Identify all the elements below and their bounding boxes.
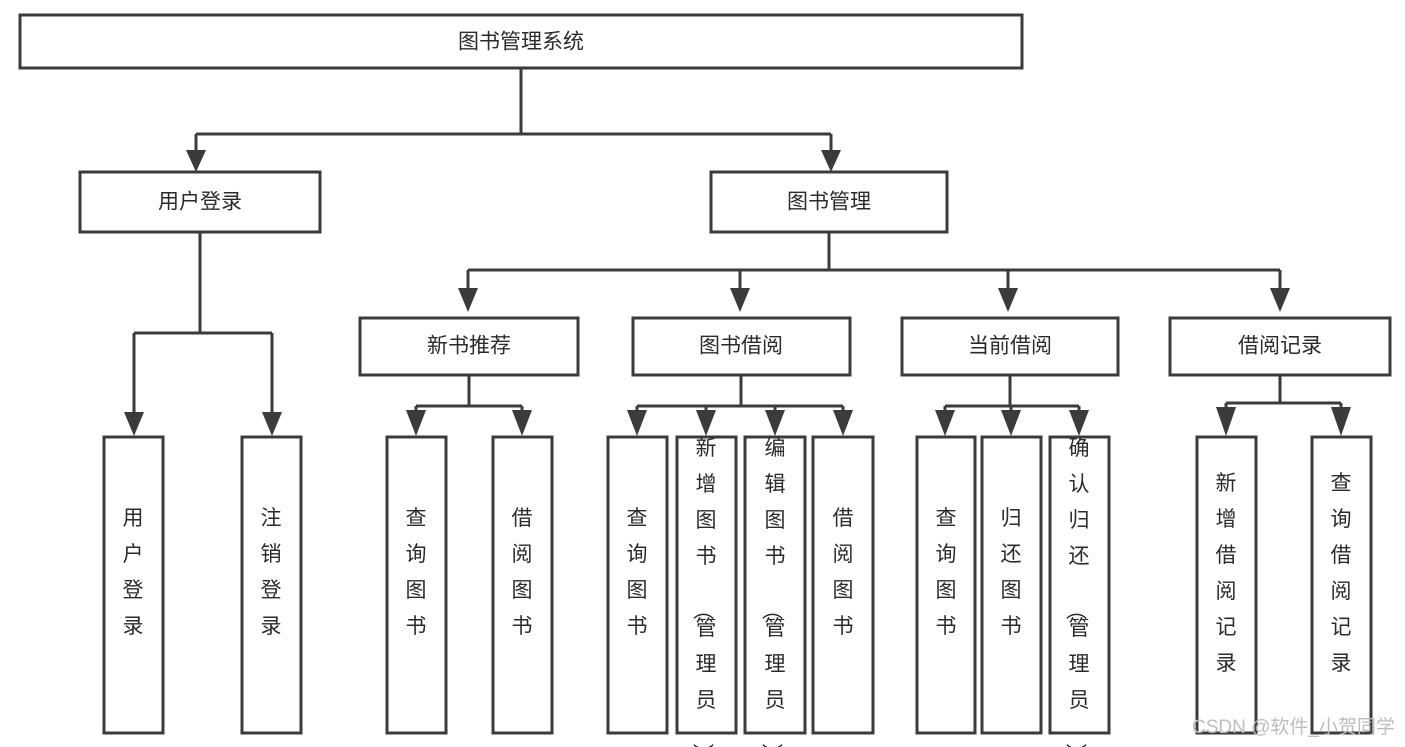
arrow-head-icon: [696, 410, 716, 436]
leaf-user-login-1[interactable]: 用户登录: [102, 435, 165, 735]
node-user-login-box[interactable]: [78, 170, 322, 234]
node-current-borrow-label: 当前借阅: [968, 335, 1052, 358]
leaf-current-2[interactable]: 归还图书: [980, 435, 1043, 735]
arrow-head-icon: [262, 412, 282, 436]
node-book-borrow[interactable]: 图书借阅: [631, 316, 852, 377]
leaf-label: 新增借阅记录: [1216, 472, 1237, 675]
node-root[interactable]: 图书管理系统: [18, 13, 1024, 70]
node-borrow-records[interactable]: 借阅记录: [1168, 316, 1392, 377]
leaf-box[interactable]: [1310, 435, 1373, 735]
leaf-label: 查询图书: [627, 507, 648, 638]
leaf-box[interactable]: [385, 435, 448, 735]
arrow-head-icon: [765, 410, 785, 436]
leaf-new-book-2[interactable]: 借阅图书: [491, 435, 554, 735]
leaf-label: 注销登录: [261, 507, 282, 638]
leaf-user-login-2[interactable]: 注销登录: [240, 435, 303, 735]
arrow-head-icon: [998, 288, 1018, 312]
leaf-records-1[interactable]: 新增借阅记录: [1195, 435, 1258, 735]
leaf-box[interactable]: [811, 435, 875, 735]
leaf-label: 借阅图书: [833, 507, 854, 638]
arrow-head-icon: [124, 412, 144, 436]
leaf-box[interactable]: [1048, 435, 1111, 735]
leaf-box[interactable]: [915, 435, 977, 735]
leaf-label: 查询图书: [406, 507, 427, 638]
arrow-head-icon: [1331, 407, 1351, 436]
node-current-borrow[interactable]: 当前借阅: [900, 316, 1120, 377]
leaf-label: 归还图书: [1001, 507, 1022, 638]
leaf-box[interactable]: [491, 435, 554, 735]
leaf-box[interactable]: [980, 435, 1043, 735]
node-current-borrow-box[interactable]: [900, 316, 1120, 377]
leaf-box[interactable]: [743, 435, 807, 735]
leaf-new-book-1[interactable]: 查询图书: [385, 435, 448, 735]
connector-layer: [124, 68, 1351, 436]
node-book-borrow-box[interactable]: [631, 316, 852, 377]
node-book-borrow-label: 图书借阅: [699, 335, 783, 358]
leaf-borrow-4[interactable]: 借阅图书: [811, 435, 875, 735]
node-borrow-records-box[interactable]: [1168, 316, 1392, 377]
arrow-head-icon: [1270, 288, 1290, 312]
leaf-box[interactable]: [1195, 435, 1258, 735]
node-new-book-recommend[interactable]: 新书推荐: [358, 316, 580, 377]
leaf-borrow-1[interactable]: 查询图书: [606, 435, 669, 735]
node-user-login-label: 用户登录: [158, 191, 242, 214]
arrow-head-icon: [935, 410, 955, 436]
node-new-book-recommend-box[interactable]: [358, 316, 580, 377]
arrow-head-icon: [1216, 407, 1236, 436]
leaf-borrow-2[interactable]: 新增图书（管理员）: [675, 435, 738, 747]
leaf-box[interactable]: [606, 435, 669, 735]
arrow-head-icon: [627, 410, 647, 436]
arrow-head-icon: [458, 288, 478, 312]
arrow-head-icon: [821, 150, 841, 172]
csdn-watermark: CSDN @软件_小贺同学: [1192, 717, 1395, 738]
node-book-management-box[interactable]: [709, 170, 949, 234]
leaf-label: 查询图书: [936, 507, 957, 638]
leaf-current-3[interactable]: 确认归还（管理员）: [1048, 435, 1111, 747]
leaf-records-2[interactable]: 查询借阅记录: [1310, 435, 1373, 735]
arrow-head-icon: [1069, 410, 1089, 436]
leaf-box[interactable]: [240, 435, 303, 735]
leaf-label: 编辑图书（管理员）: [760, 437, 786, 747]
node-book-management-label: 图书管理: [787, 191, 871, 214]
leaf-current-1[interactable]: 查询图书: [915, 435, 977, 735]
arrow-head-icon: [730, 288, 750, 312]
leaf-label: 新增图书（管理员）: [691, 437, 717, 747]
arrow-head-icon: [512, 410, 532, 436]
arrow-head-icon: [1001, 410, 1021, 436]
leaf-label: 查询借阅记录: [1331, 472, 1352, 675]
arrow-head-icon: [406, 410, 426, 436]
leaf-label: 确认归还（管理员）: [1064, 437, 1090, 747]
leaf-label: 借阅图书: [512, 507, 533, 638]
leaf-label: 用户登录: [123, 507, 144, 638]
leaf-box[interactable]: [102, 435, 165, 735]
node-new-book-recommend-label: 新书推荐: [427, 335, 511, 358]
node-root-label: 图书管理系统: [458, 31, 584, 54]
node-user-login[interactable]: 用户登录: [78, 170, 322, 234]
arrow-head-icon: [186, 150, 206, 172]
leaf-box[interactable]: [675, 435, 738, 735]
node-root-box[interactable]: [18, 13, 1024, 70]
node-borrow-records-label: 借阅记录: [1238, 335, 1322, 358]
leaf-borrow-3[interactable]: 编辑图书（管理员）: [743, 435, 807, 747]
arrow-head-icon: [833, 410, 853, 436]
node-book-management[interactable]: 图书管理: [709, 170, 949, 234]
